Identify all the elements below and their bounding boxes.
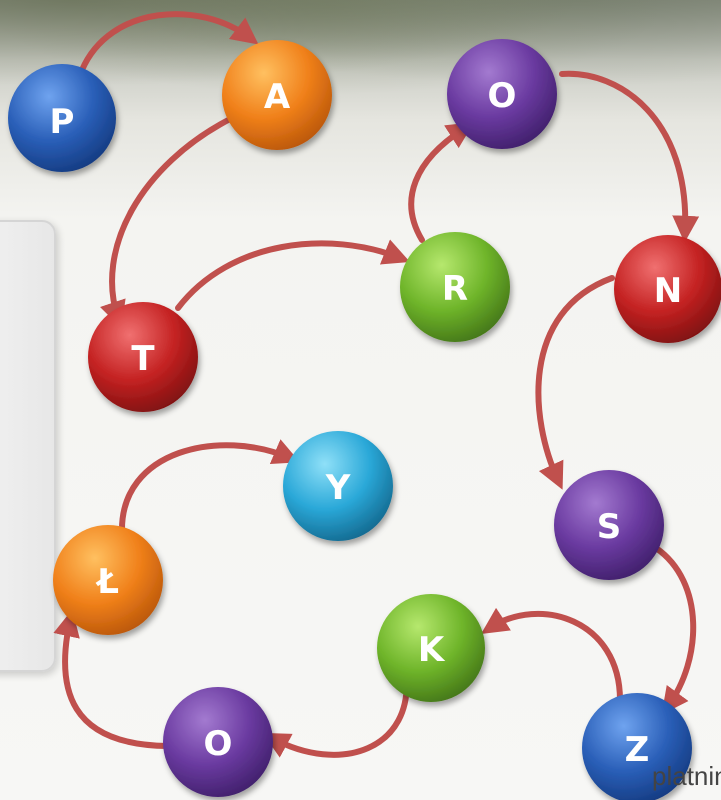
node-s: S — [554, 470, 664, 580]
node-a-letter: A — [264, 77, 291, 117]
arrow-o-to-n — [559, 70, 700, 243]
node-n-circle — [614, 235, 721, 343]
arrow-k-to-o — [262, 669, 410, 758]
background-texture — [0, 0, 721, 110]
node-o-upper: O — [447, 39, 557, 149]
node-n-letter: N — [654, 271, 682, 311]
bottom-caption: platninke — [652, 761, 721, 791]
node-p-circle — [8, 64, 116, 172]
node-t-circle — [88, 302, 198, 412]
arrow-o-to-l — [53, 609, 171, 749]
node-a-circle — [222, 40, 332, 150]
node-k-circle — [377, 594, 485, 702]
arrow-t-to-r — [175, 239, 411, 311]
arrow-n-to-s — [535, 275, 615, 490]
node-t-letter: T — [131, 339, 155, 379]
node-r: R — [400, 232, 510, 342]
node-t: T — [88, 302, 198, 412]
node-l-circle — [53, 525, 163, 635]
node-s-circle — [554, 470, 664, 580]
node-k: K — [377, 594, 485, 702]
node-o-upper-letter: O — [488, 76, 517, 116]
node-z: Z — [582, 693, 692, 800]
node-o-upper-circle — [447, 39, 557, 149]
node-y-circle — [283, 431, 393, 541]
arrow-s-to-z — [653, 545, 697, 715]
node-o-lower: O — [163, 687, 273, 797]
node-a: A — [222, 40, 332, 150]
side-panel: . — [0, 220, 56, 672]
node-r-letter: R — [442, 269, 468, 309]
arrow-r-to-o — [408, 122, 475, 243]
node-n: N — [614, 235, 721, 343]
node-s-letter: S — [597, 507, 622, 547]
node-k-letter: K — [418, 630, 446, 670]
node-z-letter: Z — [625, 730, 650, 770]
arrow-p-to-a — [79, 11, 259, 73]
node-l-letter: Ł — [95, 562, 119, 602]
node-p: P — [8, 64, 116, 172]
node-y: Y — [283, 431, 393, 541]
node-o-lower-circle — [163, 687, 273, 797]
node-l: Ł — [53, 525, 163, 635]
arrow-l-to-y — [118, 439, 300, 535]
arrow-z-to-k — [480, 607, 623, 703]
node-p-letter: P — [50, 102, 75, 142]
node-o-lower-letter: O — [204, 724, 233, 764]
node-z-circle — [582, 693, 692, 800]
arrow-a-to-t — [100, 115, 235, 329]
node-r-circle — [400, 232, 510, 342]
node-y-letter: Y — [325, 468, 351, 508]
